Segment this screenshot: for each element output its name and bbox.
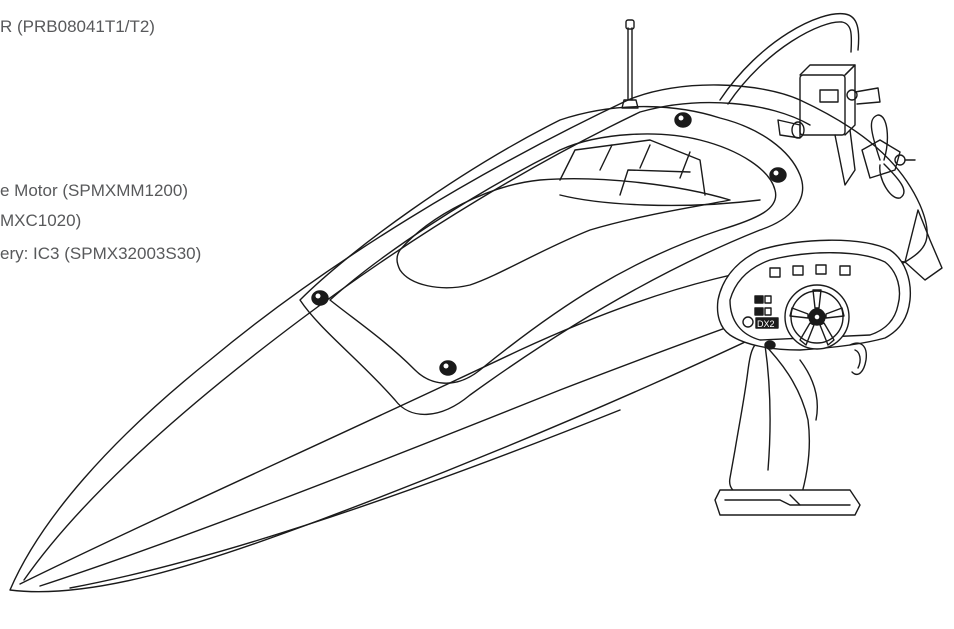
boat-hull xyxy=(9,84,943,593)
motor-label: e Motor (SPMXMM1200) xyxy=(0,181,188,200)
svg-text:DX2: DX2 xyxy=(757,319,775,329)
rudder-assembly xyxy=(719,12,881,186)
battery-label: ery: IC3 (SPMX32003S30) xyxy=(0,244,202,263)
boat-canopy xyxy=(299,105,804,416)
antenna xyxy=(621,19,639,109)
deck-screw-highlights xyxy=(315,115,779,369)
steering-wheel xyxy=(784,284,867,376)
transmitter: DX2 xyxy=(714,239,912,516)
deck-screws xyxy=(311,112,787,376)
esc-label: MXC1020) xyxy=(0,211,82,230)
propeller xyxy=(861,114,916,199)
receiver-label: R (PRB08041T1/T2) xyxy=(0,17,155,36)
